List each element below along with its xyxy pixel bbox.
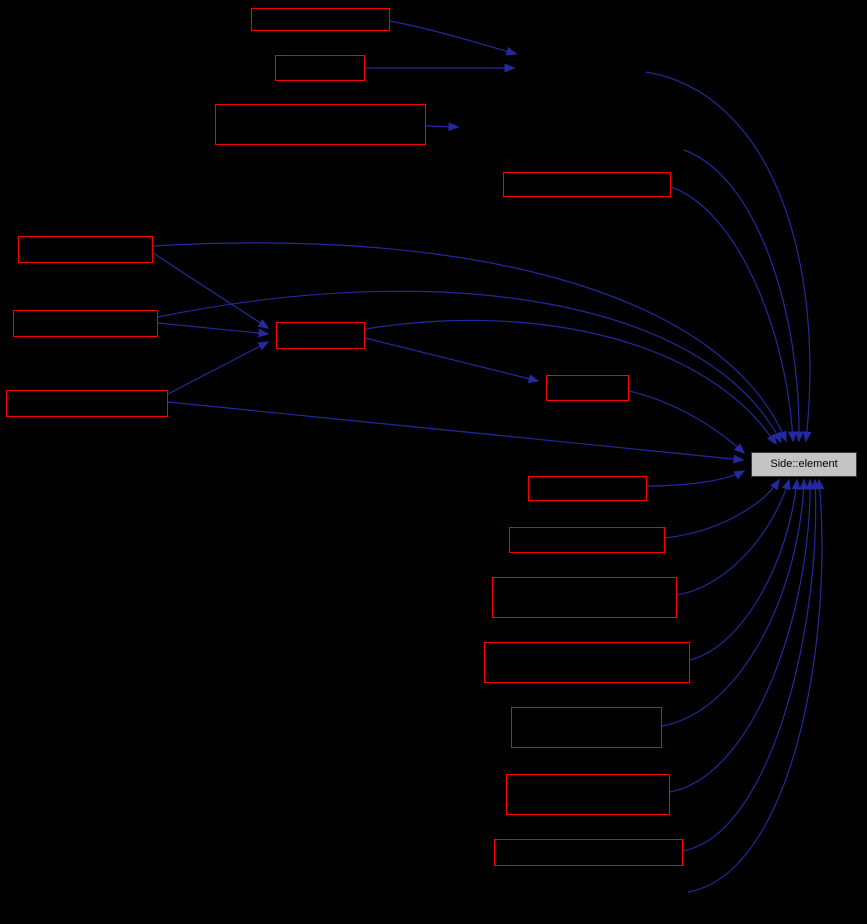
caller-node-14[interactable] <box>484 642 690 683</box>
side-element-node-label: Side::element <box>770 458 838 471</box>
caller-node-12[interactable] <box>509 527 665 553</box>
caller-node-4[interactable] <box>503 172 671 197</box>
caller-node-17[interactable] <box>494 839 683 866</box>
caller-node-16[interactable] <box>506 774 670 815</box>
caller-node-2[interactable] <box>275 55 365 81</box>
side-element-node: Side::element <box>751 452 857 477</box>
caller-node-13[interactable] <box>492 577 677 618</box>
caller-node-8[interactable] <box>6 390 168 417</box>
caller-node-9[interactable] <box>546 375 629 401</box>
caller-node-7[interactable] <box>276 322 365 349</box>
caller-node-3[interactable] <box>215 104 426 145</box>
caller-node-5[interactable] <box>18 236 153 263</box>
caller-node-15[interactable] <box>511 707 662 748</box>
caller-node-1[interactable] <box>251 8 390 31</box>
caller-node-11[interactable] <box>528 476 647 501</box>
caller-node-6[interactable] <box>13 310 158 337</box>
